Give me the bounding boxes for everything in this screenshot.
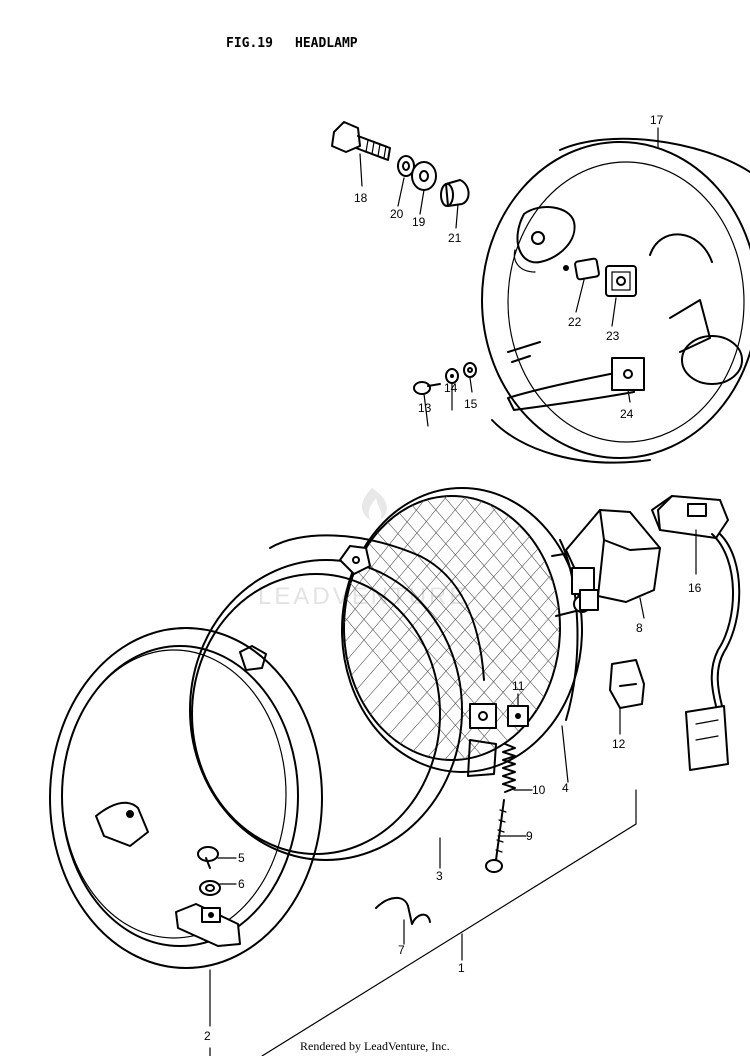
callout-17: 17 <box>650 113 664 127</box>
callout-19: 19 <box>412 215 426 229</box>
part-7-spring-clip <box>375 897 431 925</box>
part-2-outer-rim <box>49 627 323 969</box>
callout-8: 8 <box>636 621 643 635</box>
part-12-clip <box>609 659 645 709</box>
callout-4: 4 <box>562 781 569 795</box>
callout-10: 10 <box>532 783 546 797</box>
part-16-connector <box>651 495 741 771</box>
part-4-sealed-beam <box>341 487 591 773</box>
part-8-socket <box>565 509 661 611</box>
callout-2: 2 <box>204 1029 211 1043</box>
leader-lines <box>209 127 697 1056</box>
callout-13: 13 <box>418 401 432 415</box>
callout-20: 20 <box>390 207 404 221</box>
callout-22: 22 <box>568 315 582 329</box>
callout-labels: 17 18 20 19 21 22 23 24 13 14 15 16 8 12… <box>204 113 702 1043</box>
callout-12: 12 <box>612 737 626 751</box>
figure-title: HEADLAMP <box>295 36 358 51</box>
callout-14: 14 <box>444 381 458 395</box>
callout-1: 1 <box>458 961 465 975</box>
callout-16: 16 <box>688 581 702 595</box>
callout-6: 6 <box>238 877 245 891</box>
screw-assembly-13-15 <box>413 362 477 395</box>
callout-18: 18 <box>354 191 368 205</box>
callout-9: 9 <box>526 829 533 843</box>
figure-number: FIG.19 <box>226 36 273 51</box>
watermark-text: LEADVENTURE <box>258 583 468 610</box>
callout-15: 15 <box>464 397 478 411</box>
part-10-spring <box>502 743 516 793</box>
callout-24: 24 <box>620 407 634 421</box>
callout-5: 5 <box>238 851 245 865</box>
screw-5-washer-6 <box>197 846 221 896</box>
callout-7: 7 <box>398 943 405 957</box>
callout-11: 11 <box>512 679 525 693</box>
part-17-housing <box>481 137 750 464</box>
part-3-inner-ring <box>189 534 497 861</box>
part-11-nut <box>507 705 529 727</box>
part-9-adjusting-screw <box>485 799 507 873</box>
callout-21: 21 <box>448 231 462 245</box>
callout-3: 3 <box>436 869 443 883</box>
bolt-assembly-18-21 <box>331 121 470 207</box>
render-credit: Rendered by LeadVenture, Inc. <box>300 1039 450 1053</box>
flame-logo-icon <box>361 488 387 520</box>
callout-23: 23 <box>606 329 620 343</box>
